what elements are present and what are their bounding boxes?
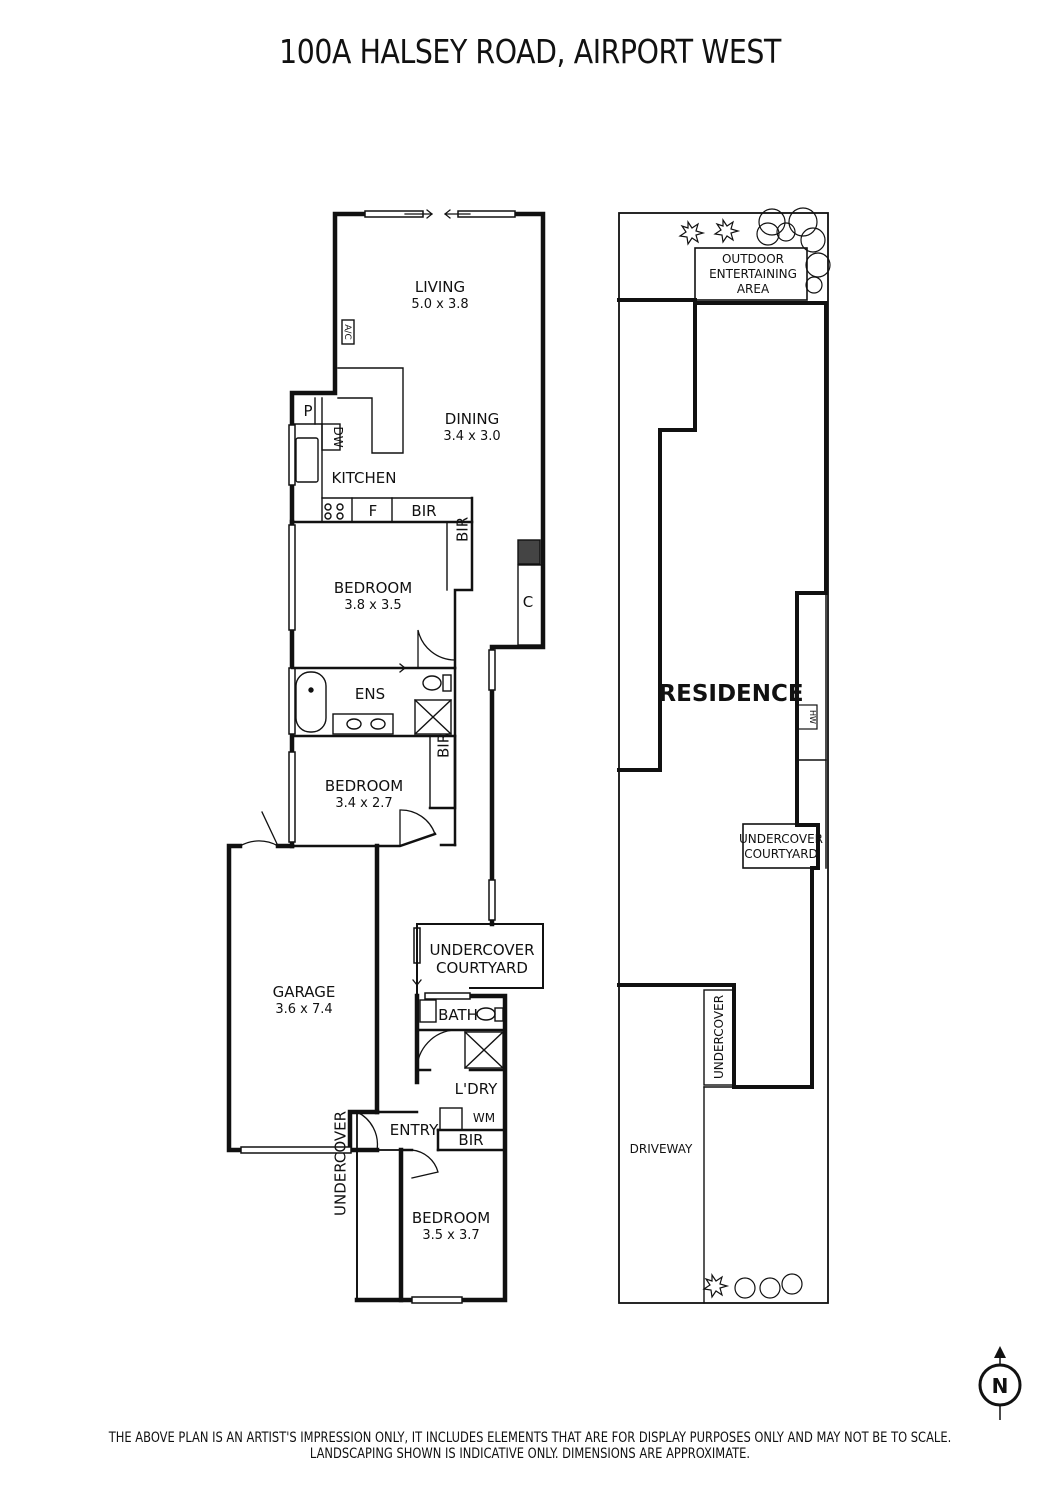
room-name-bedroom-3: BEDROOM xyxy=(412,1209,490,1227)
main-plan-labels: LIVING 5.0 x 3.8 DINING 3.4 x 3.0 KITCHE… xyxy=(273,278,535,1243)
driveway-label: DRIVEWAY xyxy=(630,1142,693,1156)
windows xyxy=(240,210,516,1304)
disclaimer-line-2: LANDSCAPING SHOWN IS INDICATIVE ONLY. DI… xyxy=(309,1446,751,1462)
outdoor-label-1: OUTDOOR xyxy=(722,252,784,266)
site-courtyard-label-2: COURTYARD xyxy=(744,847,818,861)
hot-water-label: HW xyxy=(808,710,817,724)
north-compass-icon: N xyxy=(978,1346,1022,1420)
outdoor-area-box xyxy=(694,247,808,301)
disclaimer: THE ABOVE PLAN IS AN ARTIST'S IMPRESSION… xyxy=(0,1430,1060,1462)
kitchen-benches xyxy=(291,367,473,591)
room-name-living: LIVING xyxy=(415,278,465,296)
room-name-bedroom-1: BEDROOM xyxy=(334,579,412,597)
pantry-label: P xyxy=(303,402,312,420)
courtyard-label-1: UNDERCOVER xyxy=(429,941,534,959)
fridge-label: F xyxy=(369,502,378,520)
plant-icons xyxy=(678,207,831,1299)
site-boundary xyxy=(618,212,829,1304)
sliding-door xyxy=(404,209,471,219)
cupboards xyxy=(341,319,544,809)
disclaimer-line-1: THE ABOVE PLAN IS AN ARTIST'S IMPRESSION… xyxy=(108,1430,952,1446)
bath-fixtures xyxy=(419,999,504,1131)
room-dims-bedroom-1: 3.8 x 3.5 xyxy=(344,598,401,613)
room-name-kitchen: KITCHEN xyxy=(332,469,397,487)
bir-label-bedroom-2: BIR xyxy=(434,733,452,758)
neighbour-line xyxy=(617,301,697,772)
room-name-entry: ENTRY xyxy=(390,1121,439,1139)
site-courtyard-box xyxy=(742,823,819,869)
room-name-bath: BATH xyxy=(438,1006,478,1024)
ensuite-fixtures xyxy=(295,671,452,735)
room-dims-bedroom-3: 3.5 x 3.7 xyxy=(422,1228,479,1243)
cupboard-label: C xyxy=(523,593,533,611)
residence-label: RESIDENCE xyxy=(658,681,803,707)
room-name-dining: DINING xyxy=(445,410,499,428)
room-name-bedroom-2: BEDROOM xyxy=(325,777,403,795)
room-name-garage: GARAGE xyxy=(273,983,336,1001)
bir-label-kitchen: BIR xyxy=(411,502,436,520)
room-dims-dining: 3.4 x 3.0 xyxy=(443,429,500,444)
room-dims-bedroom-2: 3.4 x 2.7 xyxy=(335,796,392,811)
room-name-laundry: L'DRY xyxy=(455,1080,498,1098)
courtyard-label-2: COURTYARD xyxy=(436,959,528,977)
outdoor-label-2: ENTERTAINING xyxy=(709,267,797,281)
outer-walls xyxy=(226,211,546,1303)
room-dims-living: 5.0 x 3.8 xyxy=(411,297,468,312)
site-labels: RESIDENCE OUTDOOR ENTERTAINING AREA HW U… xyxy=(630,252,823,1156)
undercover-label: UNDERCOVER xyxy=(331,1111,349,1216)
bir-label-bedroom-3: BIR xyxy=(458,1131,483,1149)
site-plan xyxy=(617,207,831,1304)
bir-label-bedroom-1: BIR xyxy=(453,517,471,542)
compass-label: N xyxy=(992,1374,1009,1398)
dishwasher-label: DW xyxy=(331,426,345,447)
room-dims-garage: 3.6 x 7.4 xyxy=(275,1002,332,1017)
site-undercover-box xyxy=(703,989,735,1086)
aircon-label: A/C xyxy=(342,324,352,339)
outdoor-label-3: AREA xyxy=(737,282,770,296)
main-plan xyxy=(226,209,546,1304)
site-undercover-label: UNDERCOVER xyxy=(712,995,726,1079)
room-name-ensuite: ENS xyxy=(355,685,385,703)
door-swings xyxy=(239,629,456,1179)
wm-label: WM xyxy=(473,1111,495,1125)
site-courtyard-label-1: UNDERCOVER xyxy=(739,832,823,846)
plan-title: 100A HALSEY ROAD, AIRPORT WEST xyxy=(279,32,781,71)
undercover-strip xyxy=(356,1149,402,1301)
